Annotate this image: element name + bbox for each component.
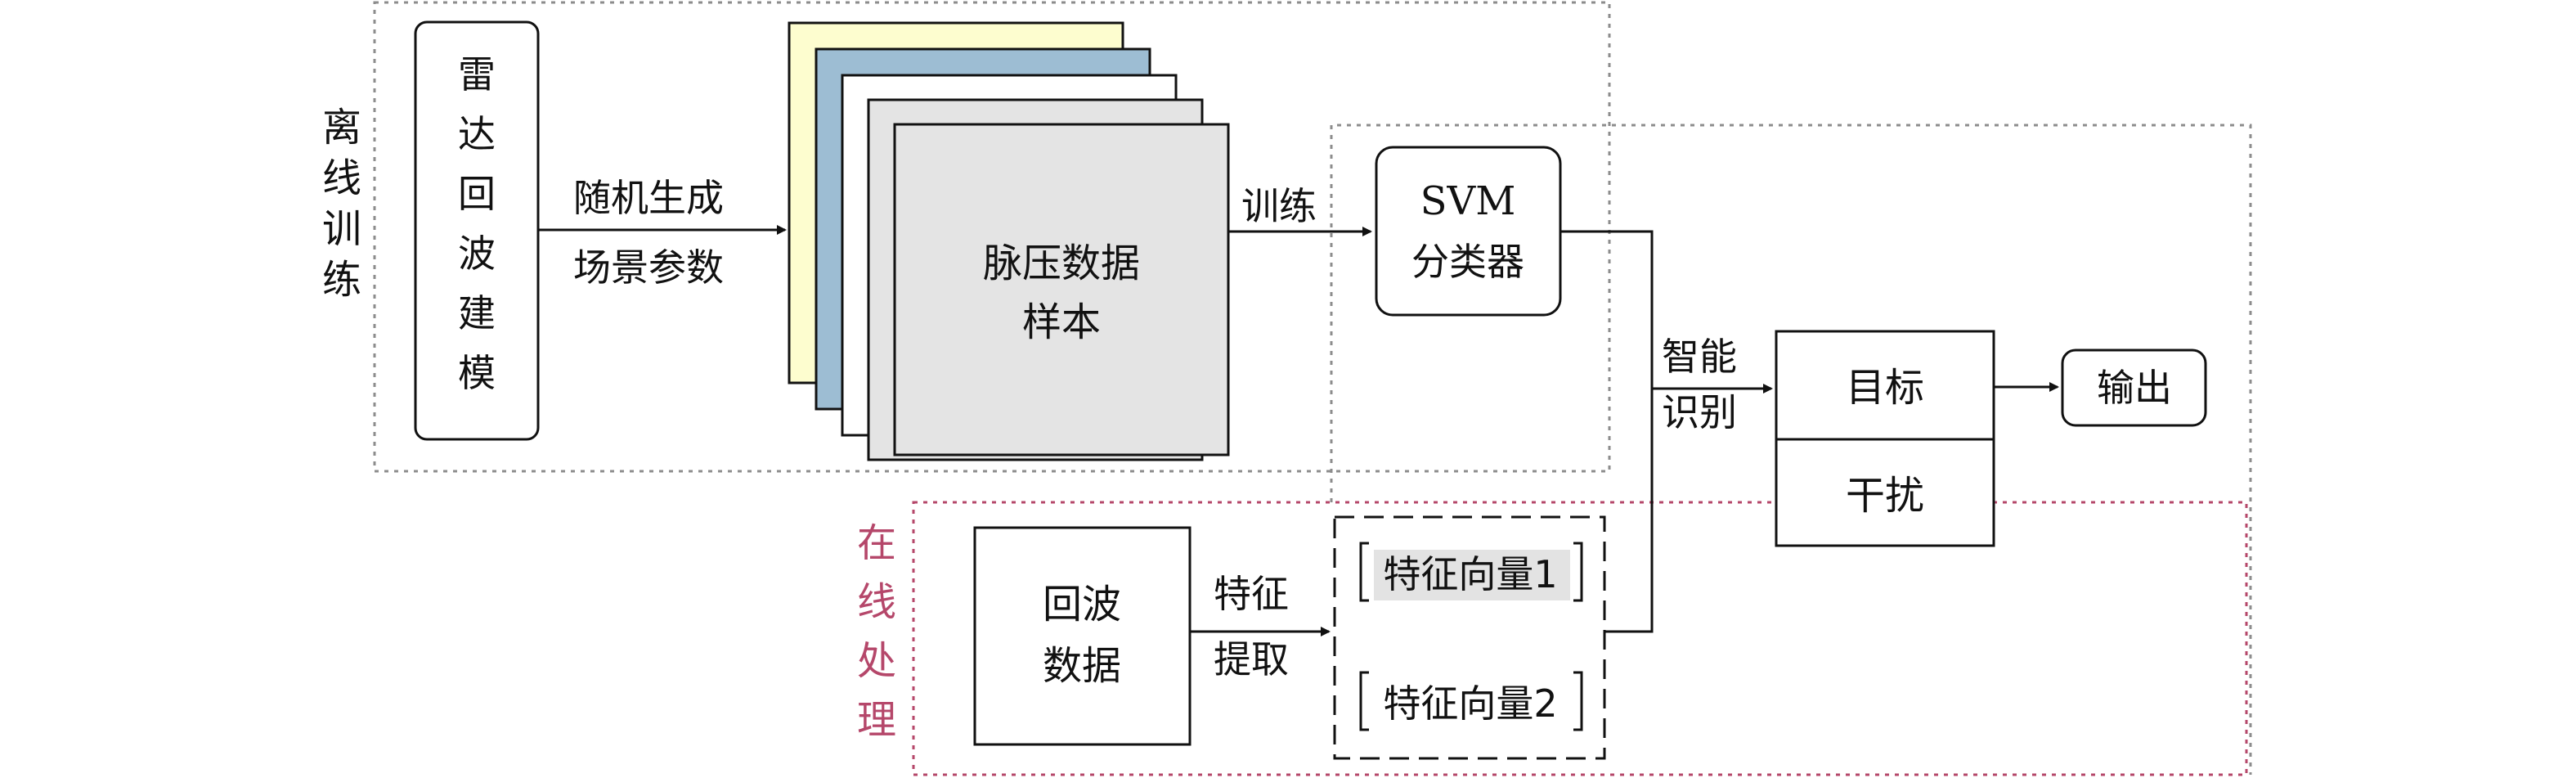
pulse-samples-label-line2: 样本	[1022, 299, 1101, 345]
radar-modeling-char: 建	[458, 291, 496, 335]
radar-modeling-char: 回	[458, 172, 496, 216]
svm-region-outline	[1330, 124, 2252, 775]
result-interference: 干扰	[1846, 473, 1924, 519]
radar-modeling-char: 波	[458, 232, 496, 276]
online-label-char: 处	[857, 638, 896, 684]
online-label-char: 理	[857, 697, 896, 743]
echo-data-line2: 数据	[1043, 643, 1121, 689]
offline-label-char: 线	[322, 155, 361, 201]
radar-modeling-char: 雷	[458, 52, 496, 97]
feature-vector-1-highlight	[1374, 550, 1570, 600]
offline-training-region	[373, 1, 1611, 473]
connector-features-to-recognition	[1604, 389, 1654, 633]
feature-extraction-line1: 特征	[1214, 572, 1289, 616]
online-processing-label: 在 线 处 理	[857, 520, 896, 743]
radar-echo-modeling-text: 雷 达 回 波 建 模	[458, 52, 496, 395]
offline-label-char: 离	[322, 105, 361, 151]
smart-recognition-line2: 识别	[1662, 390, 1737, 434]
offline-training-label: 离 线 训 练	[322, 105, 361, 303]
radar-modeling-char: 模	[458, 351, 496, 395]
feature-vector-2-label: 特征向量2	[1383, 681, 1557, 726]
random-params-label-line2: 场景参数	[573, 245, 724, 290]
train-label: 训练	[1241, 184, 1317, 228]
bracket-left	[1359, 542, 1369, 602]
online-label-char: 线	[857, 579, 896, 625]
sample-card-gray-front	[893, 123, 1230, 456]
pulse-sample-stack	[788, 21, 1230, 461]
feature-extraction-line2: 提取	[1214, 637, 1289, 681]
feature-vector-2: 特征向量2	[1359, 671, 1583, 731]
bracket-right	[1573, 671, 1583, 731]
result-target: 目标	[1846, 365, 1924, 411]
bracket-right	[1573, 542, 1583, 602]
output-label: 输出	[2097, 366, 2172, 410]
echo-data-box	[973, 526, 1192, 746]
radar-modeling-char: 达	[458, 112, 496, 156]
smart-recognition-line1: 智能	[1662, 335, 1737, 379]
svm-label-line2: 分类器	[1411, 240, 1524, 284]
random-params-label-line1: 随机生成	[573, 176, 724, 220]
pulse-samples-label-line1: 脉压数据	[983, 241, 1140, 286]
svm-label-line1: SVM	[1420, 178, 1516, 224]
feature-vector-1-label: 特征向量1	[1383, 552, 1557, 596]
feature-vector-1: 特征向量1	[1359, 542, 1583, 602]
online-processing-region	[912, 501, 2248, 776]
bracket-left	[1359, 671, 1369, 731]
online-label-char: 在	[857, 520, 896, 566]
connector-svm-to-recognition	[1560, 230, 1654, 389]
echo-data-line1: 回波	[1043, 582, 1121, 627]
svm-classifier-box	[1375, 146, 1562, 317]
offline-label-char: 练	[322, 257, 361, 303]
offline-label-char: 训	[322, 206, 361, 252]
output-box	[2061, 349, 2207, 427]
